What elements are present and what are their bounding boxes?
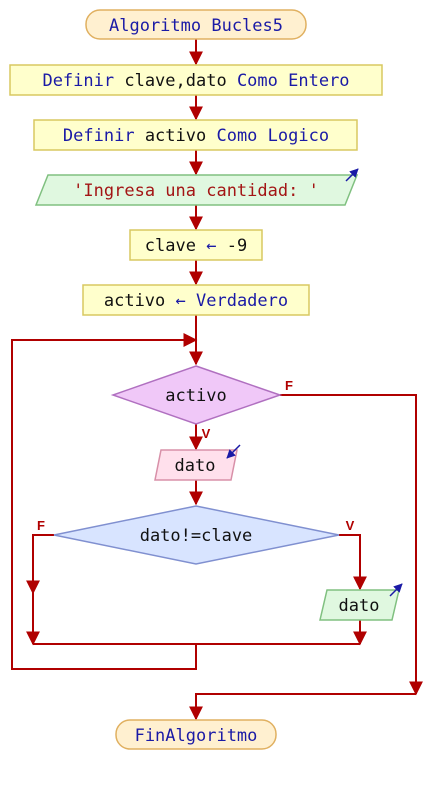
assign-value: Verdadero — [186, 291, 288, 311]
define-keyword: Definir — [63, 126, 135, 146]
assign-process-1: clave ← -9 — [129, 229, 263, 261]
end-label: FinAlgoritmo — [135, 726, 258, 746]
define-process-1-shape — [9, 64, 383, 96]
output-label: dato — [339, 596, 380, 616]
assign-var: clave — [145, 236, 206, 256]
connector-decision1-false — [280, 394, 423, 696]
decision-dato-clave-label: dato!=clave — [140, 526, 253, 546]
output-parallelogram-1-shape — [34, 174, 359, 206]
define-keyword: Definir — [42, 71, 114, 91]
assign-process-2-text: activo ← Verdadero — [104, 291, 288, 311]
assign-arrow-icon: ← — [176, 291, 186, 311]
define-type: Logico — [257, 126, 329, 146]
decision-activo-label: activo — [165, 386, 226, 406]
define-process-2-text: Definir activo Como Logico — [63, 126, 329, 146]
assign-process-2: activo ← Verdadero — [82, 284, 310, 316]
output-arrow-icon — [389, 583, 403, 597]
assign-process-1-text: clave ← -9 — [145, 236, 247, 256]
define-vars: activo — [135, 126, 217, 146]
start-label: Algoritmo Bucles5 — [109, 16, 283, 36]
output-parallelogram-2-shape — [319, 589, 400, 621]
define-process-1: Definir clave,dato Como Entero — [9, 64, 383, 96]
output-string: 'Ingresa una cantidad: ' — [73, 181, 319, 201]
false-branch-label: F — [37, 518, 45, 533]
define-process-2: Definir activo Como Logico — [33, 119, 358, 151]
assign-var: activo — [104, 291, 176, 311]
decision-activo: activo F V — [110, 365, 293, 441]
assign-arrow-icon: ← — [206, 236, 216, 256]
input-parallelogram-shape — [154, 449, 238, 481]
output-arrow-icon — [345, 168, 359, 182]
assign-value: -9 — [216, 236, 247, 256]
decision-dato-clave-shape — [53, 505, 340, 565]
assign-process-2-shape — [82, 284, 310, 316]
define-como: Como — [237, 71, 278, 91]
end-terminal: FinAlgoritmo — [115, 719, 277, 750]
define-vars: clave,dato — [114, 71, 237, 91]
define-process-1-text: Definir clave,dato Como Entero — [42, 71, 349, 91]
start-terminal-shape — [85, 9, 307, 40]
output-parallelogram-2: dato — [319, 583, 403, 621]
decision-dato-clave: dato!=clave F V — [37, 505, 355, 565]
input-parallelogram: dato — [154, 444, 241, 481]
true-branch-label: V — [346, 518, 355, 533]
decision-activo-shape — [110, 365, 283, 425]
input-arrow-icon — [226, 444, 241, 459]
define-process-2-shape — [33, 119, 358, 151]
start-terminal: Algoritmo Bucles5 — [85, 9, 307, 40]
input-label: dato — [175, 456, 216, 476]
connector-to-end — [189, 693, 416, 721]
connector-decision2-true — [339, 534, 367, 591]
define-type: Entero — [278, 71, 350, 91]
flow-lines — [11, 39, 423, 721]
connector-decision2-false — [26, 534, 54, 646]
false-branch-label: F — [285, 378, 293, 393]
define-como: Como — [216, 126, 257, 146]
loop-back-connector — [11, 333, 198, 670]
assign-process-1-shape — [129, 229, 263, 261]
output-parallelogram-1: 'Ingresa una cantidad: ' — [34, 168, 359, 206]
true-branch-label: V — [202, 426, 211, 441]
end-terminal-shape — [115, 719, 277, 750]
